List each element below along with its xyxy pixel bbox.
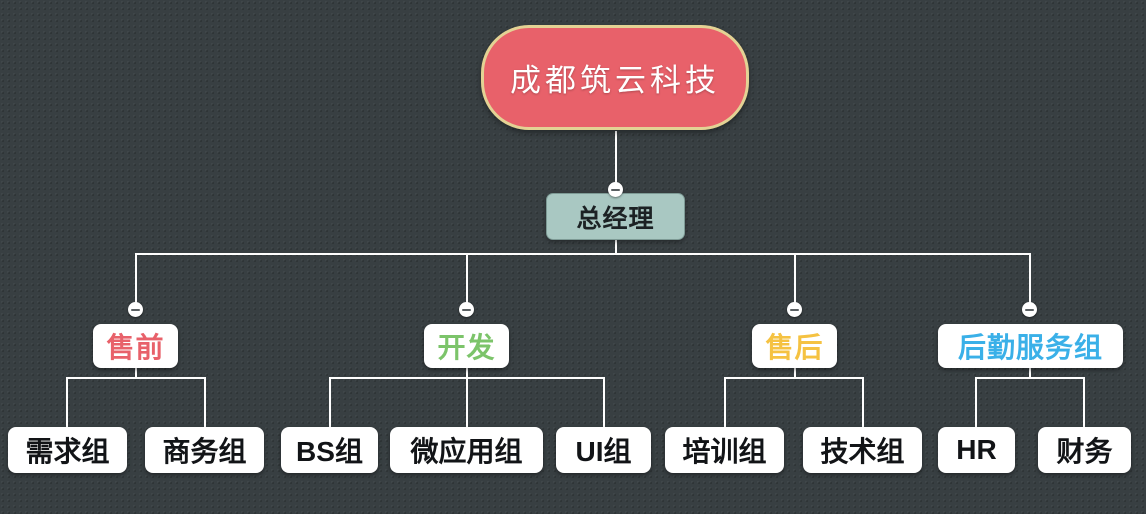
connector-aftersales-down [794, 368, 796, 379]
node-team-hr[interactable]: HR [938, 427, 1015, 473]
connector-bus-to-logistics [1029, 253, 1031, 308]
node-team-requirements[interactable]: 需求组 [8, 427, 127, 473]
connector-aftersales-leaf-1 [724, 377, 726, 427]
connector-presales-leaf-2 [204, 377, 206, 427]
connector-level2-bus [135, 253, 1031, 255]
connector-presales-leaf-1 [66, 377, 68, 427]
connector-aftersales-bus [724, 377, 864, 379]
connector-dev-leaf-1 [329, 377, 331, 427]
connector-dev-leaf-3 [603, 377, 605, 427]
node-team-bs[interactable]: BS组 [281, 427, 378, 473]
node-team-micro-app[interactable]: 微应用组 [390, 427, 543, 473]
connector-dev-down [466, 368, 468, 379]
connector-manager-down [615, 240, 617, 255]
node-department-dev[interactable]: 开发 [424, 324, 509, 368]
collapse-minus-icon-manager[interactable] [608, 182, 623, 197]
node-department-logistics[interactable]: 后勤服务组 [938, 324, 1123, 368]
connector-root-to-manager [615, 131, 617, 188]
node-department-aftersales[interactable]: 售后 [752, 324, 837, 368]
connector-logistics-leaf-2 [1083, 377, 1085, 427]
node-team-ui[interactable]: UI组 [556, 427, 651, 473]
connector-aftersales-leaf-2 [862, 377, 864, 427]
connector-dev-leaf-2 [466, 377, 468, 427]
connector-presales-down [135, 368, 137, 379]
collapse-minus-icon-logistics[interactable] [1022, 302, 1037, 317]
connector-logistics-down [1029, 368, 1031, 379]
node-team-training[interactable]: 培训组 [665, 427, 784, 473]
node-team-technical[interactable]: 技术组 [803, 427, 922, 473]
connector-bus-to-dev [466, 253, 468, 308]
collapse-minus-icon-dev[interactable] [459, 302, 474, 317]
connector-bus-to-presales [135, 253, 137, 308]
collapse-minus-icon-aftersales[interactable] [787, 302, 802, 317]
connector-logistics-leaf-1 [975, 377, 977, 427]
connector-bus-to-aftersales [794, 253, 796, 308]
node-general-manager[interactable]: 总经理 [546, 193, 685, 240]
node-team-business[interactable]: 商务组 [145, 427, 264, 473]
connector-logistics-bus [975, 377, 1085, 379]
node-team-finance[interactable]: 财务 [1038, 427, 1131, 473]
connector-presales-bus [66, 377, 206, 379]
collapse-minus-icon-presales[interactable] [128, 302, 143, 317]
node-department-presales[interactable]: 售前 [93, 324, 178, 368]
node-root-company[interactable]: 成都筑云科技 [481, 25, 749, 130]
